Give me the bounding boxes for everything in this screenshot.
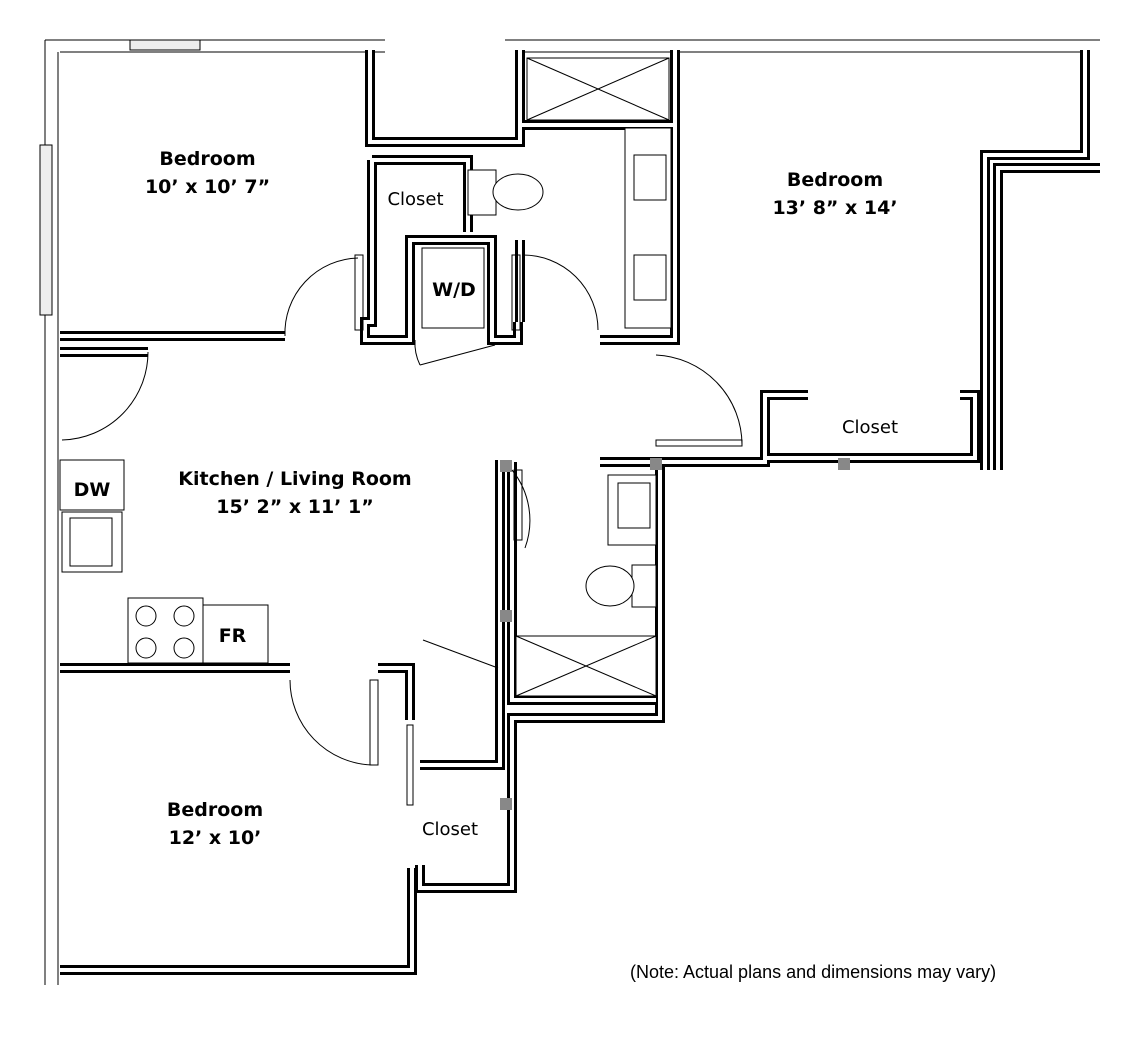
room-name: Bedroom — [166, 799, 264, 821]
disclaimer-note: (Note: Actual plans and dimensions may v… — [630, 962, 997, 982]
room-label-kitchen-living: Kitchen / Living Room 15’ 2” x 11’ 1” — [150, 465, 440, 521]
room-name: Bedroom — [786, 169, 884, 191]
exterior-windows — [39, 39, 1100, 985]
room-label-bedroom-2: Bedroom 13’ 8” x 14’ — [745, 166, 925, 222]
room-label-bedroom-1: Bedroom 10’ x 10’ 7” — [120, 145, 295, 201]
closet-label: Closet — [421, 819, 479, 840]
closet-label: Closet — [841, 417, 899, 438]
closet-label: Closet — [387, 189, 444, 210]
room-label-bedroom-3: Bedroom 12’ x 10’ — [125, 796, 305, 852]
room-name: Bedroom — [159, 148, 256, 170]
walls — [60, 50, 1100, 975]
fixtures — [59, 57, 672, 697]
room-size: 12’ x 10’ — [168, 827, 262, 849]
doors — [61, 254, 743, 806]
dishwasher-label: DW — [73, 479, 111, 501]
fridge-label: FR — [218, 625, 247, 647]
room-size: 15’ 2” x 11’ 1” — [216, 496, 374, 518]
room-size: 10’ x 10’ 7” — [144, 176, 271, 198]
washer-dryer-label: W/D — [432, 279, 476, 301]
room-name: Kitchen / Living Room — [178, 468, 412, 490]
room-size: 13’ 8” x 14’ — [772, 197, 898, 219]
